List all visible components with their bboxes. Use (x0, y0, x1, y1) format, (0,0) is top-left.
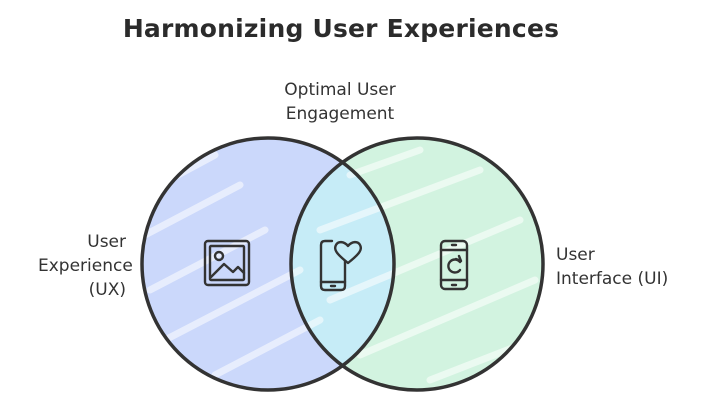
right-circle-label: User Interface (UI) (556, 243, 706, 291)
left-circle-label: User Experience (UX) (38, 230, 133, 302)
right-hatching (316, 146, 539, 384)
overlap-fill (291, 138, 394, 390)
intersection-label-line-1: Optimal User (284, 80, 396, 100)
right-circle-outline (289, 136, 545, 392)
left-circle-label-line-1: User (87, 232, 126, 252)
intersection-label-line-2: Engagement (285, 104, 395, 124)
image-icon (203, 239, 251, 287)
phone-refresh-icon (439, 239, 469, 291)
left-circle-label-line-3: (UX) (88, 280, 126, 300)
phone-heart-icon (319, 239, 362, 292)
left-circle-label-line-2: Experience (38, 256, 133, 276)
intersection-label: Optimal User Engagement (240, 78, 440, 126)
diagram-title: Harmonizing User Experiences (122, 14, 560, 43)
left-circle-outline (140, 136, 396, 392)
right-circle-label-line-2: Interface (UI) (556, 269, 669, 289)
right-circle-label-line-1: User (556, 245, 595, 265)
